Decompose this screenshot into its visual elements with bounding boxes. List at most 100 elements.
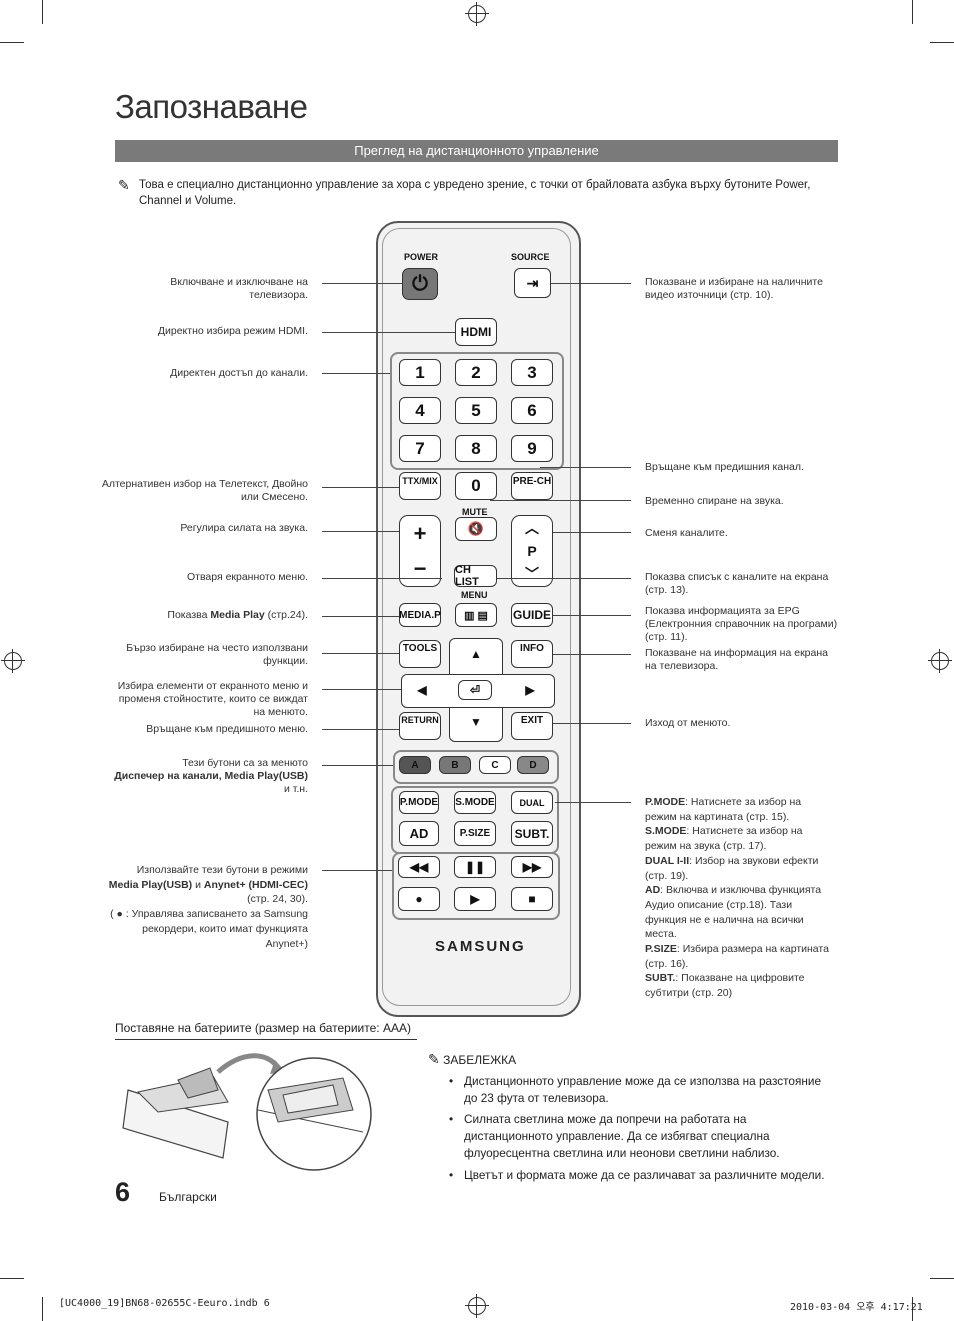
arrow-up-icon: ▲ [470,647,482,661]
ch-list-button[interactable]: CH LIST [454,564,497,588]
subt-button[interactable]: SUBT. [511,821,553,846]
leader-line [553,532,631,533]
source-description: Показване и избиране на наличните видео … [645,276,845,302]
source-button[interactable]: ⇥ [514,268,551,298]
play-button[interactable]: ▶ [454,887,496,911]
page-title: Запознаване [115,88,308,125]
color-button-group [393,750,559,784]
stop-icon: ■ [528,892,536,906]
pause-button[interactable]: ❚❚ [454,856,496,878]
p-mode-term: P.MODE [645,796,686,808]
pre-ch-button[interactable]: PRE-CH [511,472,553,500]
note-heading: ✎ ЗАБЕЛЕЖКА [428,1051,516,1068]
p-mode-button[interactable]: P.MODE [399,791,439,814]
pencil-note-icon: ✎ [118,177,130,193]
intro-text: Това е специално дистанционно управление… [139,179,811,207]
info-description-line: Показване на информация на екрана [645,647,828,659]
channel-p-label: P [527,542,537,559]
stop-button[interactable]: ■ [511,887,553,911]
exit-description: Изход от менюто. [645,717,731,729]
enter-button[interactable]: ⏎ [458,680,492,700]
mute-button[interactable]: 🔇 [455,517,497,541]
p-size-button[interactable]: P.SIZE [454,821,496,846]
section-bar: Преглед на дистанционното управление [115,140,838,162]
leader-line [322,689,401,690]
digit-7-button[interactable]: 7 [399,435,441,462]
digit-8-button[interactable]: 8 [455,435,497,462]
a-button[interactable]: A [399,756,431,774]
crop-mark [42,1297,43,1321]
playback-description-line: рекордери, които имат функцията Anynet+) [142,922,308,950]
digit-5-button[interactable]: 5 [455,397,497,424]
channel-description: Сменя каналите. [645,527,728,539]
info-description: Показване на информация на екрана на тел… [645,647,845,673]
channel-rocker[interactable]: ︿ P ﹀ [511,515,553,587]
pre-ch-description: Връщане към предишния канал. [645,461,804,473]
volume-description: Регулира силата на звука. [180,522,308,534]
rewind-button[interactable]: ◀◀ [398,856,440,878]
bullet-icon: • [449,1074,454,1088]
p-size-text: : Избира размера на картината [676,943,829,956]
power-button[interactable]: ⏻ [402,268,438,300]
info-button[interactable]: INFO [511,640,553,668]
record-button[interactable]: ● [398,887,440,911]
s-mode-text: : Натиснете за избор на [686,825,803,838]
s-mode-button[interactable]: S.MODE [454,791,496,814]
up-arrow-button[interactable]: ▲ [466,644,486,664]
mute-label: MUTE [462,507,488,517]
ad-term: AD [645,884,661,897]
fast-forward-button[interactable]: ▶▶ [511,856,553,878]
mute-icon: 🔇 [467,521,485,536]
digit-1-button[interactable]: 1 [399,359,441,386]
return-button[interactable]: RETURN [399,712,441,740]
d-button[interactable]: D [517,756,549,774]
menu-icon: ▥ ▤ [464,609,488,622]
leader-line [322,578,442,579]
crop-mark [930,42,954,43]
ad-button[interactable]: AD [399,821,439,846]
ttx-mix-button[interactable]: TTX/MIX [399,472,441,500]
crop-mark [0,1278,24,1279]
media-p-description: Показва Media Play (стр.24). [110,609,308,622]
media-p-description-text: Показва [167,609,211,621]
media-p-button[interactable]: MEDIA.P [399,603,441,627]
ch-list-description-line: Показва списък с каналите на екрана [645,571,829,583]
footer-file-info: [UC4000_19]BN68-02655C-Eeuro.indb 6 [59,1298,270,1309]
s-mode-term: S.MODE [645,825,687,838]
dual-button[interactable]: DUAL [511,791,553,814]
rewind-icon: ◀◀ [409,860,429,874]
hdmi-button[interactable]: HDMI [455,318,497,346]
menu-button[interactable]: ▥ ▤ [455,603,497,627]
batteries-underline [115,1039,417,1040]
tools-button[interactable]: TOOLS [399,640,441,668]
leader-line [555,802,631,803]
guide-description-line: (Електронния справочник на програми) [645,618,838,630]
leader-line [322,487,399,488]
b-button[interactable]: B [439,756,471,774]
exit-button[interactable]: EXIT [511,712,553,740]
brand-logo: SAMSUNG [435,938,526,955]
leader-line [322,765,393,766]
subt-text: субтитри (стр. 20) [645,987,733,1000]
digit-0-button[interactable]: 0 [455,472,497,500]
enter-icon: ⏎ [469,683,481,697]
crop-mark [42,0,43,24]
mute-description: Временно спиране на звука. [645,495,784,507]
registration-mark-icon [465,2,489,26]
digit-6-button[interactable]: 6 [511,397,553,424]
digit-4-button[interactable]: 4 [399,397,441,424]
c-button[interactable]: C [479,756,511,774]
right-arrow-button[interactable]: ▶ [520,680,540,700]
language-label: Български [159,1190,217,1204]
return-description: Връщане към предишното меню. [146,723,308,735]
down-arrow-button[interactable]: ▼ [466,712,486,732]
left-arrow-button[interactable]: ◀ [412,680,432,700]
guide-button[interactable]: GUIDE [511,603,553,627]
crop-mark [912,1297,913,1321]
digit-2-button[interactable]: 2 [455,359,497,386]
digit-3-button[interactable]: 3 [511,359,553,386]
note-item: •Силната светлина може да попречи на раб… [449,1111,832,1162]
digit-9-button[interactable]: 9 [511,435,553,462]
volume-rocker[interactable]: + − [399,515,441,587]
page-number: 6 [115,1177,131,1207]
